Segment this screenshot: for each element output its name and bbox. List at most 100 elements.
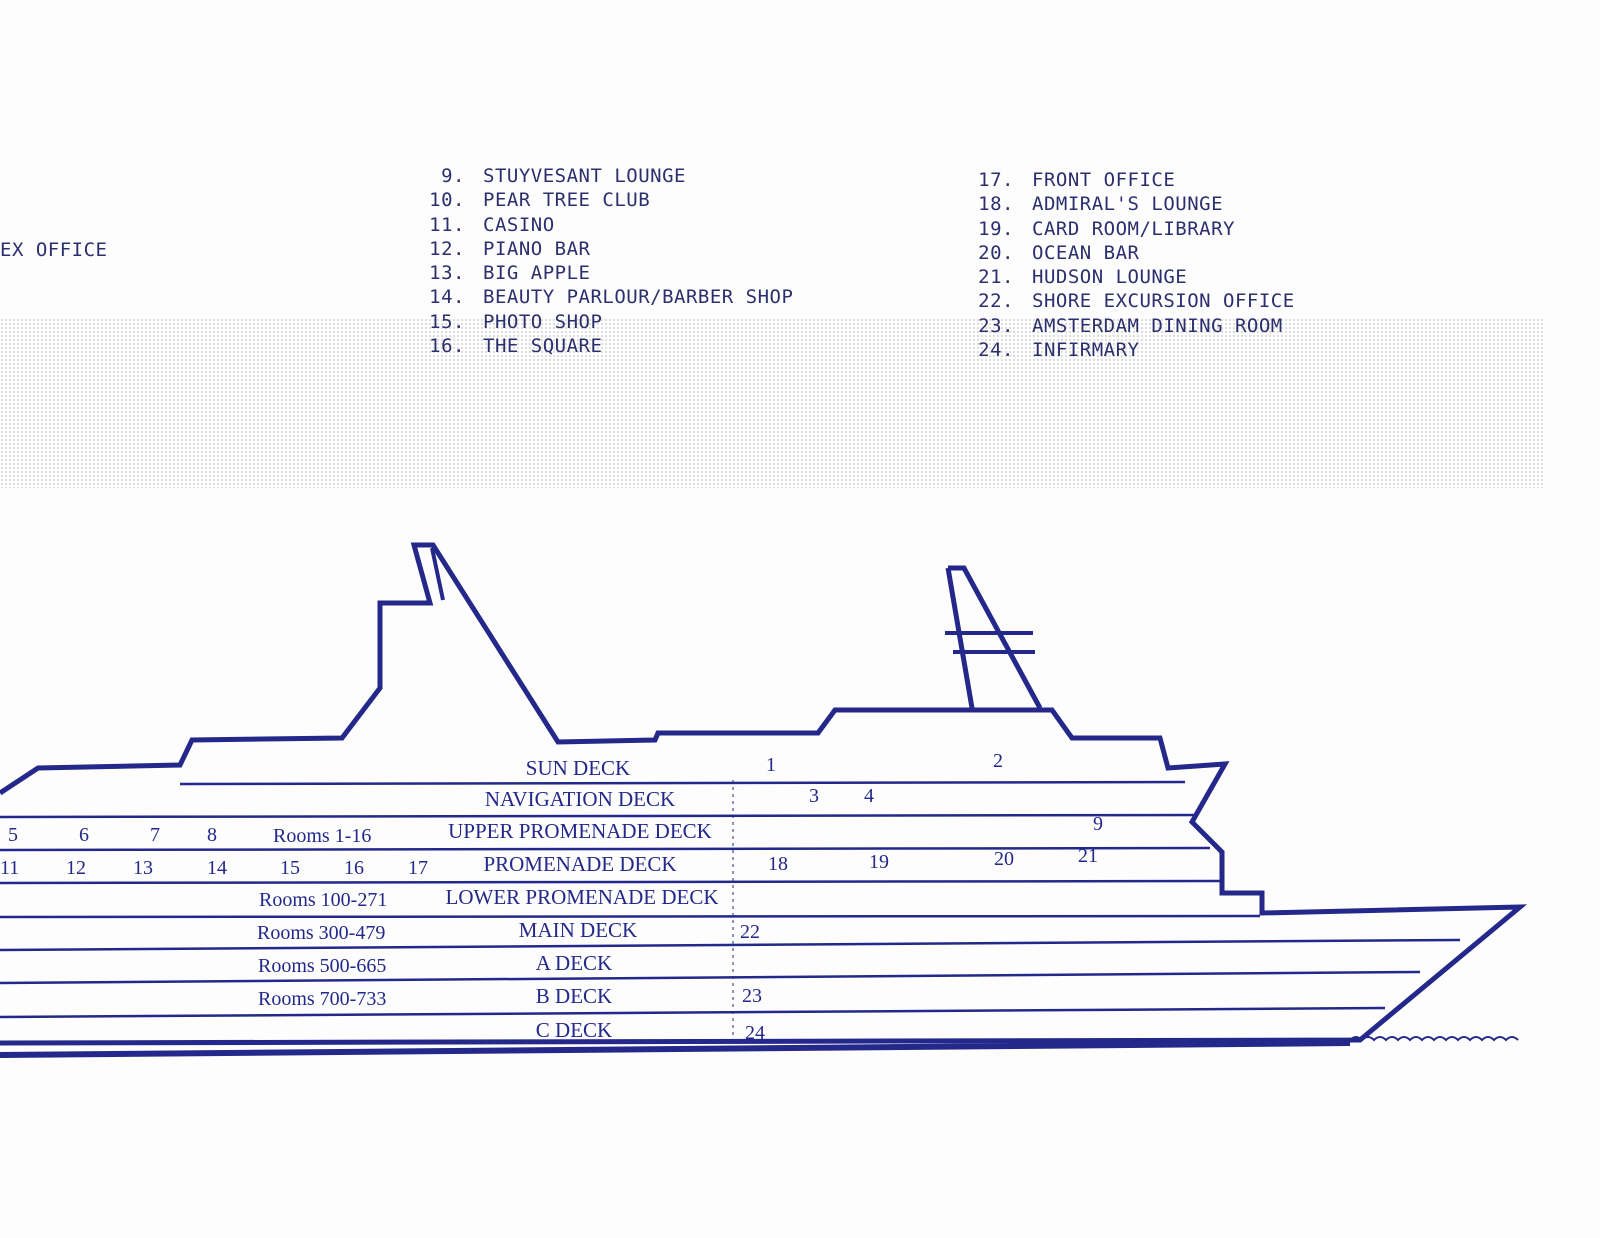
legend-item: 24. INFIRMARY — [972, 338, 1295, 362]
deck-label-lower-promenade: LOWER PROMENADE DECK — [446, 885, 719, 909]
legend-item: 20. OCEAN BAR — [972, 241, 1295, 265]
deck-line-upper-promenade — [0, 846, 1211, 852]
keel-line — [0, 1040, 1351, 1058]
location-marker: 11 — [0, 857, 19, 879]
legend-item-name: PEAR TREE CLUB — [483, 189, 651, 212]
legend-item: 17. FRONT OFFICE — [972, 168, 1295, 192]
location-marker: 3 — [809, 785, 819, 807]
legend-item-number: 13. — [429, 262, 465, 285]
location-marker: 4 — [864, 785, 874, 807]
funnel-outline — [430, 547, 445, 601]
legend-item: 16. THE SQUARE — [423, 334, 793, 358]
ship-outline — [0, 542, 1528, 1058]
legend-item-name: EX OFFICE — [0, 239, 108, 261]
deck-label-navigation: NAVIGATION DECK — [485, 787, 675, 811]
legend-item-name: BEAUTY PARLOUR/BARBER SHOP — [483, 286, 794, 309]
legend-item: 18.ADMIRAL'S LOUNGE — [972, 192, 1295, 216]
legend-item-number: 14. — [429, 286, 465, 309]
legend-item-name: INFIRMARY — [1032, 339, 1140, 362]
location-marker: 6 — [79, 824, 89, 846]
legend-item-name: PIANO BAR — [483, 237, 591, 260]
legend-item-name: ADMIRAL'S LOUNGE — [1032, 193, 1224, 216]
deck-label-b: B DECK — [536, 984, 612, 1008]
deck-line-sun — [179, 780, 1186, 786]
location-marker: 8 — [207, 824, 217, 846]
deck-label-promenade: PROMENADE DECK — [483, 852, 676, 876]
room-range-lower-promenade: Rooms 100-271 — [259, 889, 387, 911]
location-marker: 21 — [1078, 845, 1098, 867]
legend-item-number: 15. — [429, 310, 465, 333]
location-marker: 17 — [408, 857, 428, 879]
legend-item: 23. AMSTERDAM DINING ROOM — [972, 314, 1295, 338]
legend-item-number: 24. — [978, 339, 1014, 362]
legend-item-name: PHOTO SHOP — [483, 310, 603, 333]
location-marker: 24 — [745, 1022, 765, 1044]
location-marker: 18 — [768, 853, 788, 875]
legend-item: 22. SHORE EXCURSION OFFICE — [972, 289, 1295, 313]
legend-item-name: FRONT OFFICE — [1032, 169, 1176, 191]
deck-label-a: A DECK — [536, 951, 612, 975]
legend-partial-column: EX OFFICE — [0, 238, 107, 262]
stipple-shading — [0, 318, 1545, 488]
location-marker: 20 — [994, 848, 1014, 870]
legend-item-name: OCEAN BAR — [1032, 241, 1140, 264]
legend-item-number: 12. — [429, 237, 465, 260]
legend-column-3: 17. FRONT OFFICE 18.ADMIRAL'S LOUNGE 19.C… — [972, 168, 1295, 362]
deck-line-a — [0, 970, 1421, 985]
legend-item: 9. STUYVESANT LOUNGE — [423, 164, 793, 188]
waterline-waves — [1349, 1036, 1519, 1042]
location-marker: 16 — [344, 857, 364, 879]
location-marker: 23 — [742, 985, 762, 1007]
location-marker: 12 — [66, 857, 86, 879]
legend-item-name: SHORE EXCURSION OFFICE — [1032, 290, 1295, 313]
room-range-a: Rooms 500-665 — [258, 955, 386, 977]
legend-item: 14. BEAUTY PARLOUR/BARBER SHOP — [423, 285, 793, 309]
legend-item-number: 22. — [978, 290, 1014, 313]
legend-item-number: 17. — [978, 169, 1014, 191]
legend-item-name: STUYVESANT LOUNGE — [483, 165, 686, 187]
deck-line-navigation — [0, 813, 1199, 819]
location-marker: 13 — [133, 857, 153, 879]
deck-line-promenade — [0, 879, 1221, 885]
mast-outline — [945, 565, 1043, 710]
legend-item-number: 21. — [978, 266, 1014, 289]
legend-item: 19.CARD ROOM/LIBRARY — [972, 217, 1295, 241]
location-marker: 9 — [1093, 813, 1103, 835]
legend-item-number: 11. — [429, 213, 465, 236]
location-marker: 2 — [993, 750, 1003, 772]
room-range-b: Rooms 700-733 — [258, 988, 386, 1010]
deck-label-c: C DECK — [536, 1018, 612, 1042]
location-marker: 1 — [766, 754, 776, 776]
superstructure-outline — [0, 542, 1528, 1046]
legend-item-number: 19. — [978, 217, 1014, 240]
location-marker: 22 — [740, 921, 760, 943]
legend-item-number: 23. — [978, 314, 1014, 337]
legend-item-name: CASINO — [483, 213, 555, 236]
legend-item: EX OFFICE — [0, 238, 107, 262]
deck-label-upper-promenade: UPPER PROMENADE DECK — [448, 819, 712, 843]
legend-item-name: THE SQUARE — [483, 335, 603, 358]
legend-item-number: 10. — [429, 189, 465, 212]
legend-item-name: BIG APPLE — [483, 262, 591, 285]
location-marker: 19 — [869, 851, 889, 873]
legend-item-number: 16. — [429, 335, 465, 358]
legend-item-number: 9. — [441, 165, 465, 187]
legend-item-number: 20. — [978, 241, 1014, 264]
location-marker: 5 — [8, 824, 18, 846]
deck-label-main: MAIN DECK — [519, 918, 637, 942]
legend-item: 10. PEAR TREE CLUB — [423, 188, 793, 212]
location-marker: 7 — [150, 824, 160, 846]
legend-item: 12. PIANO BAR — [423, 237, 793, 261]
deck-line-lower-promenade — [0, 914, 1261, 919]
legend-item-name: AMSTERDAM DINING ROOM — [1032, 314, 1283, 337]
legend-column-2: 9. STUYVESANT LOUNGE 10. PEAR TREE CLUB 11… — [423, 164, 793, 358]
location-marker: 15 — [280, 857, 300, 879]
room-range-main: Rooms 300-479 — [257, 922, 385, 944]
location-marker: 14 — [207, 857, 227, 879]
legend-item: 15. PHOTO SHOP — [423, 310, 793, 334]
legend-item: 21.HUDSON LOUNGE — [972, 265, 1295, 289]
deck-line-b — [0, 1006, 1386, 1019]
legend-item: 11. CASINO — [423, 213, 793, 237]
deck-line-main — [0, 938, 1461, 952]
